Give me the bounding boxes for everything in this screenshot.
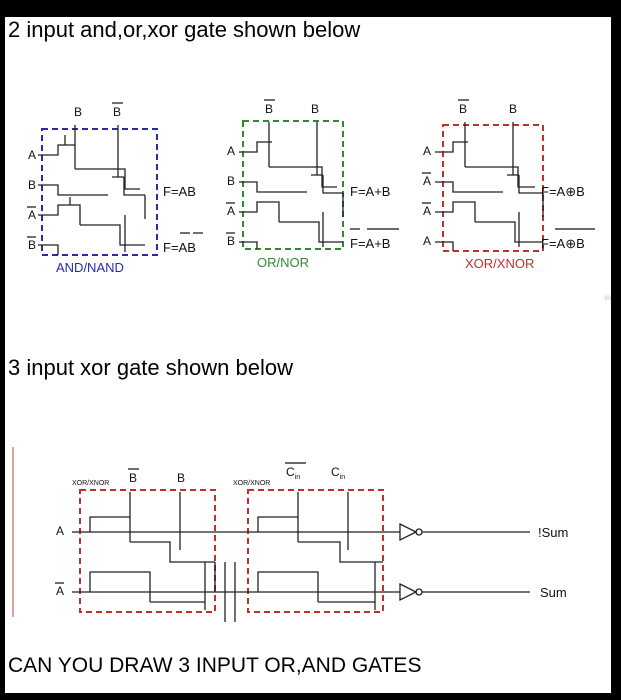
heading-question: CAN YOU DRAW 3 INPUT OR,AND GATES: [8, 654, 422, 677]
block-2-input-c-letter: C: [331, 465, 340, 479]
and-left-input-b-bar: B: [28, 238, 36, 252]
or-nor-label: OR/NOR: [257, 255, 309, 270]
block-1-label: XOR/XNOR: [72, 480, 109, 487]
xor-xnor-diagram: B B A A A A F=A⊕B F=A⊕B XOR/XNOR: [422, 99, 595, 271]
block-2-label: XOR/XNOR: [233, 480, 270, 487]
block-1-input-b-bar: B: [129, 471, 137, 485]
and-top-input-b-bar: B: [113, 105, 121, 119]
output-not-sum: !Sum: [538, 525, 568, 540]
and-left-input-b: B: [28, 178, 36, 192]
xor-left-input-a-bar-1: A: [423, 174, 431, 188]
xor-left-input-a: A: [423, 144, 431, 158]
xor-wiring: [435, 122, 544, 251]
three-xor-input-a: A: [56, 524, 64, 538]
and-left-input-a-bar: A: [28, 208, 36, 222]
xor-output-f-bar: F=A⊕B: [541, 236, 585, 251]
and-wiring: [38, 125, 146, 255]
or-top-input-b: B: [311, 102, 319, 116]
three-xor-input-a-bar: A: [56, 584, 64, 598]
xor-top-input-b-bar: B: [459, 102, 467, 116]
and-output-f: F=AB: [163, 184, 196, 199]
canvas: 2 input and,or,xor gate shown below B B …: [5, 17, 611, 693]
and-nand-label: AND/NAND: [56, 260, 124, 275]
and-top-input-b: B: [74, 105, 82, 119]
and-nand-diagram: B B A B A B F=AB F=AB AND/NAND: [27, 102, 203, 275]
or-nor-diagram: B B A B A B F=A+B F=A+B OR/NOR: [226, 99, 399, 270]
or-left-input-b-bar: B: [227, 234, 235, 248]
three-xor-block-2: [247, 489, 384, 613]
or-left-input-a: A: [227, 144, 235, 158]
and-left-input-a: A: [28, 148, 36, 162]
block-2-input-c: Cin: [331, 465, 345, 481]
output-wires: [422, 531, 530, 593]
block-1-input-b: B: [177, 471, 185, 485]
or-top-input-b-bar: B: [265, 102, 273, 116]
page-number: 90: [604, 296, 611, 302]
heading-two-input: 2 input and,or,xor gate shown below: [8, 17, 361, 42]
block-2-input-c-subscript: in: [340, 474, 346, 481]
output-sum: Sum: [540, 585, 567, 600]
xor-left-input-a-bar-2: A: [423, 204, 431, 218]
three-xor-diagram: XOR/XNOR B B XOR/XNOR Cin Cin A A !Sum S…: [55, 462, 568, 622]
and-nand-box: [41, 128, 158, 256]
and-output-f-bar: F=AB: [163, 240, 196, 255]
block-2-input-c-bar: Cin: [286, 465, 300, 481]
side-bar: [12, 447, 14, 617]
block-2-input-c-bar-subscript: in: [295, 474, 301, 481]
or-left-input-b: B: [227, 174, 235, 188]
three-xor-wiring: [72, 492, 400, 622]
buffer-triangles: [399, 522, 418, 602]
heading-three-input: 3 input xor gate shown below: [8, 355, 293, 380]
three-xor-block-1: [79, 489, 216, 613]
xor-output-f: F=A⊕B: [541, 184, 585, 199]
or-output-f-bar: F=A+B: [350, 236, 390, 251]
or-wiring: [239, 122, 344, 249]
or-left-input-a-bar: A: [227, 204, 235, 218]
xor-left-input-a-2: A: [423, 234, 431, 248]
xor-xnor-label: XOR/XNOR: [465, 256, 534, 271]
xor-top-input-b: B: [509, 102, 517, 116]
xor-xnor-box: [442, 124, 544, 252]
or-nor-box: [242, 120, 344, 250]
or-output-f: F=A+B: [350, 184, 390, 199]
block-2-input-c-bar-letter: C: [286, 465, 295, 479]
